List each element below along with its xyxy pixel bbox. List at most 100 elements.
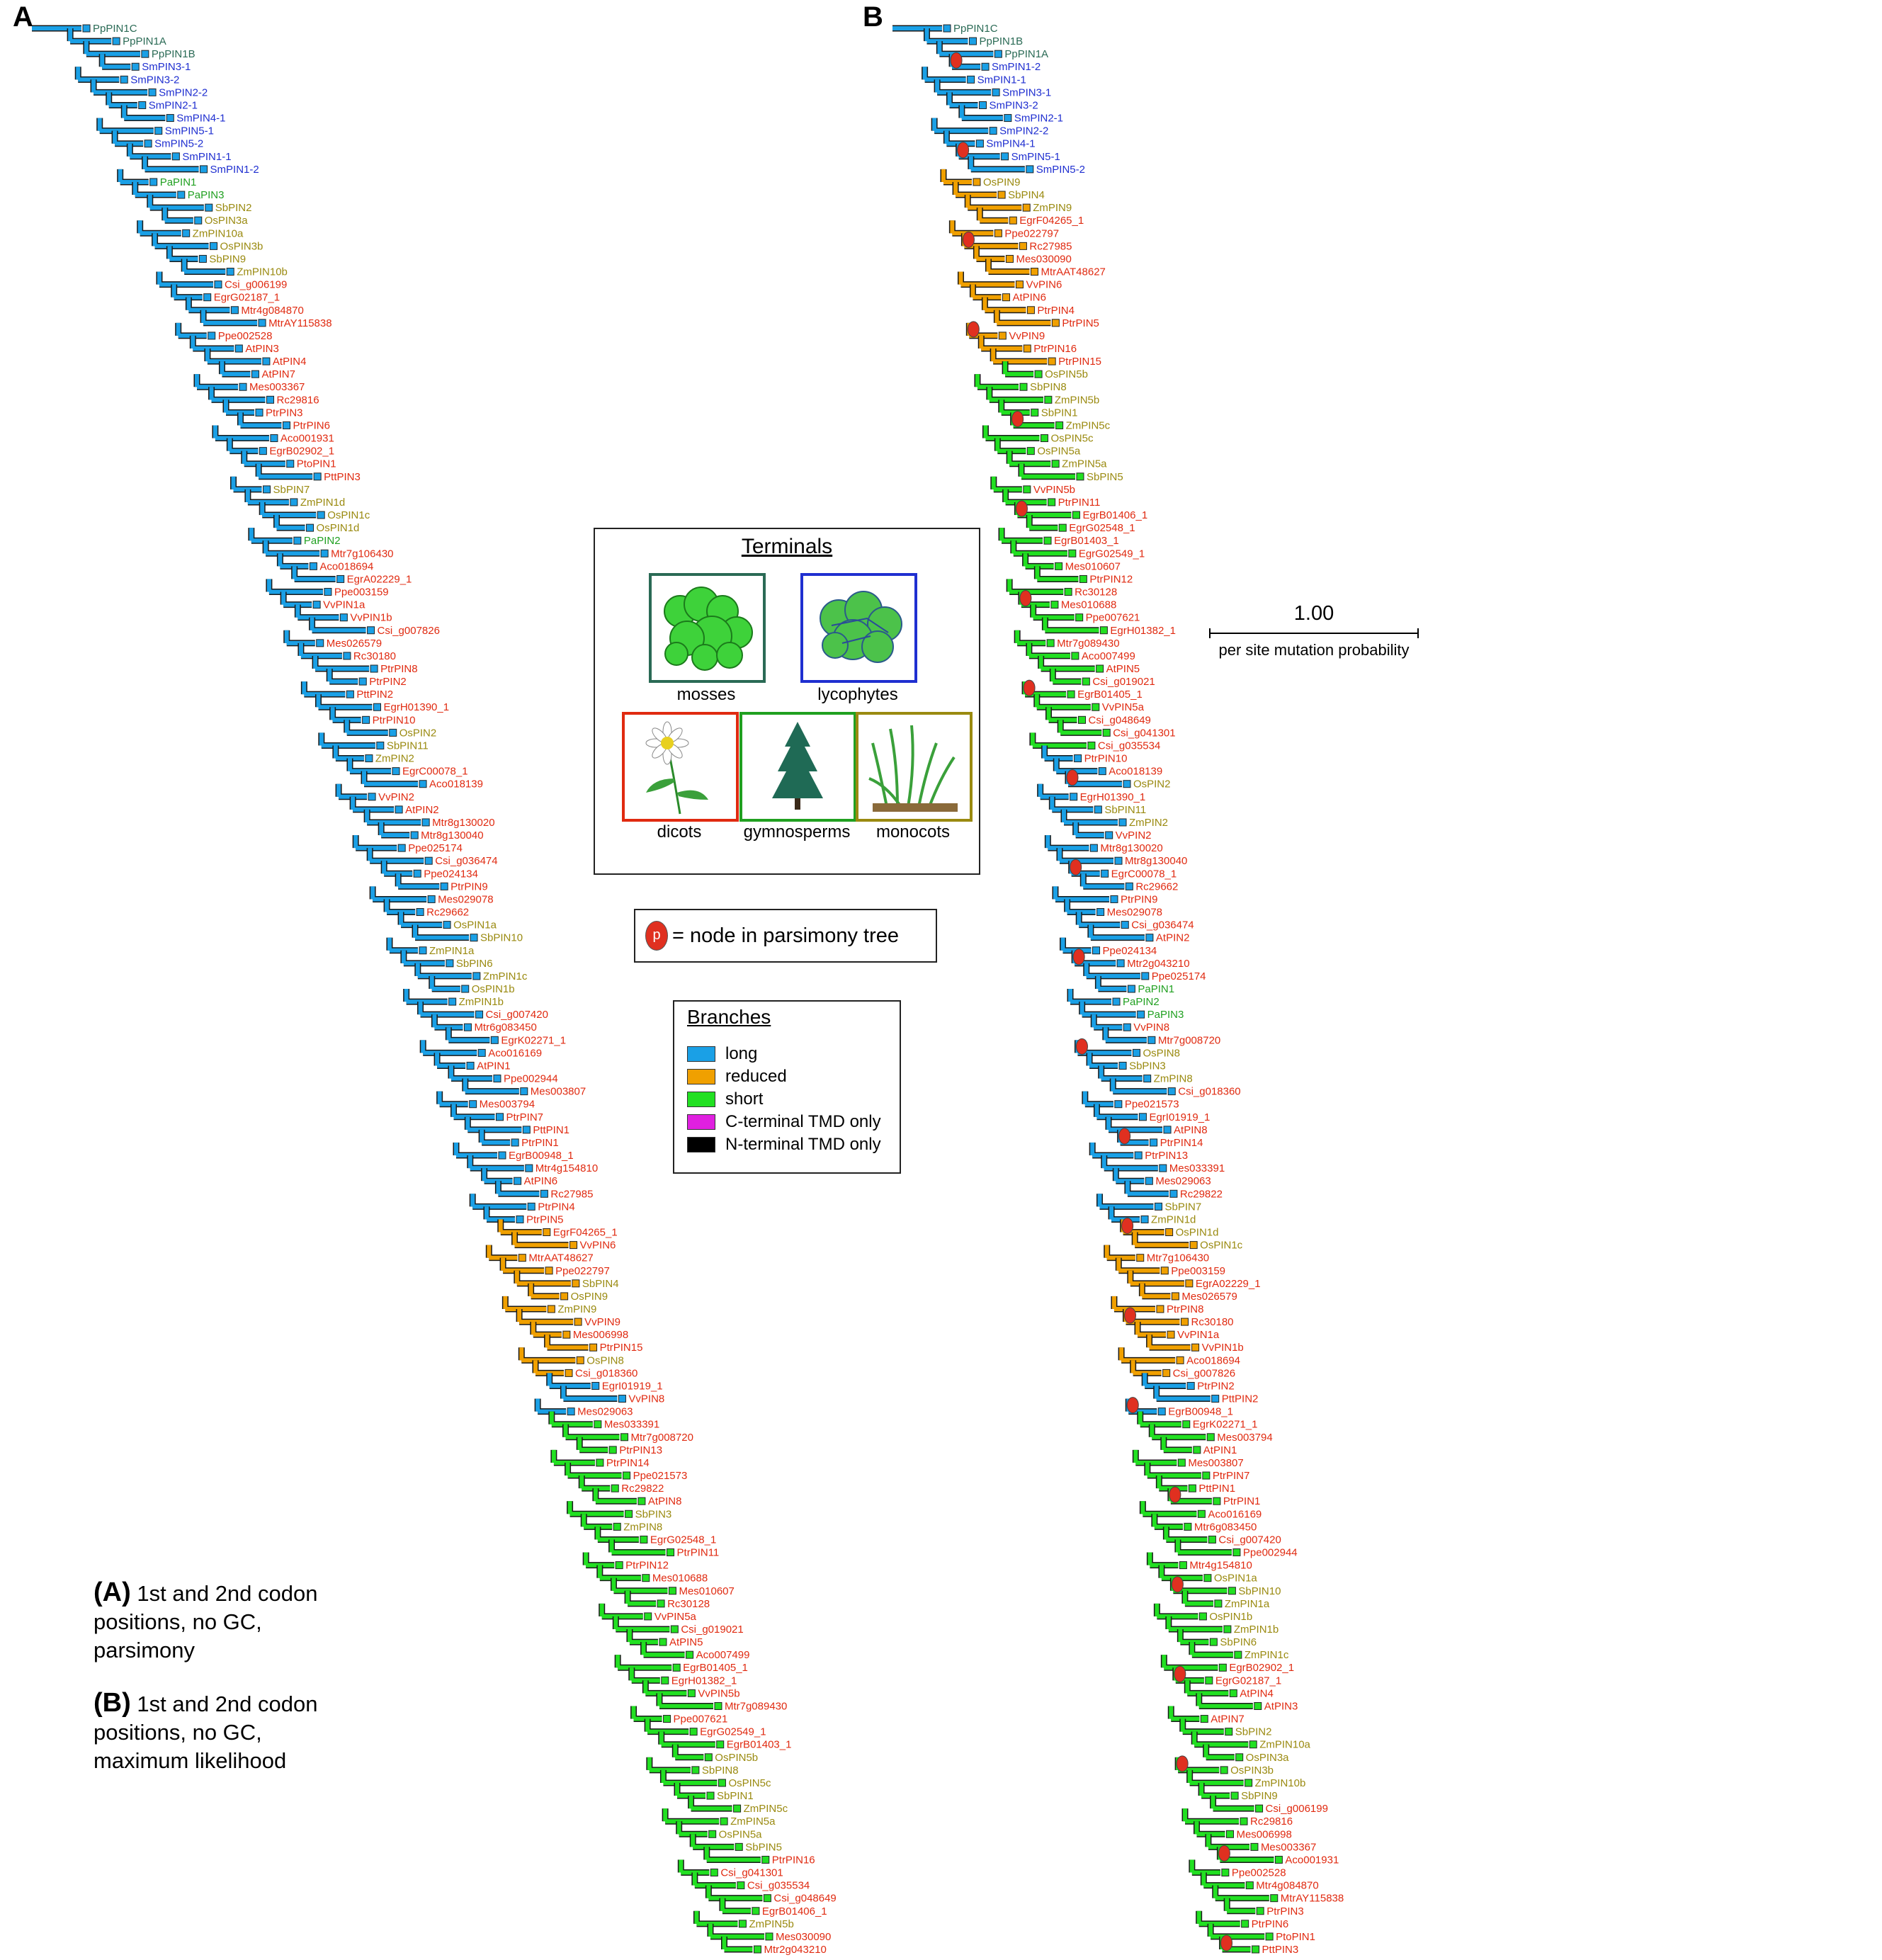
b-parsimony-node bbox=[1176, 1755, 1189, 1772]
b-tip-label: AtPIN6 bbox=[1012, 292, 1046, 304]
b-tip-label: Ppe003159 bbox=[1171, 1265, 1225, 1277]
b-tip-marker bbox=[994, 50, 1002, 58]
b-parsimony-node bbox=[962, 231, 975, 248]
b-tip-marker bbox=[1046, 639, 1055, 647]
a-tip-label: PtrPIN14 bbox=[606, 1457, 650, 1469]
b-tip-label: SmPIN2-2 bbox=[999, 125, 1048, 137]
b-tip-label: EgrB01403_1 bbox=[1054, 535, 1119, 547]
a-tip-marker bbox=[324, 588, 332, 596]
a-tip-marker bbox=[177, 191, 186, 199]
a-tip-marker bbox=[640, 1535, 648, 1543]
b-tip-label: Mes003807 bbox=[1188, 1457, 1243, 1469]
b-tip-marker bbox=[1230, 1791, 1239, 1800]
b-tip-marker bbox=[1019, 242, 1027, 250]
lycophytes-label: lycophytes bbox=[817, 685, 898, 704]
b-tip-marker bbox=[1179, 1561, 1187, 1570]
b-tip-marker bbox=[1211, 1395, 1220, 1403]
a-tip-marker bbox=[572, 1279, 580, 1288]
b-tip-label: Mes010688 bbox=[1061, 599, 1116, 611]
b-tip-label: Rc30128 bbox=[1075, 587, 1117, 599]
a-tip-marker bbox=[306, 523, 314, 532]
a-tip-label: OsPIN5a bbox=[719, 1828, 763, 1840]
b-tip-label: PtoPIN1 bbox=[1276, 1931, 1315, 1943]
b-tip-marker bbox=[1137, 1010, 1145, 1019]
a-tip-label: MtrAAT48627 bbox=[528, 1252, 593, 1264]
parsimony-label: = node in parsimony tree bbox=[672, 924, 899, 947]
a-tip-label: SbPIN1 bbox=[717, 1790, 754, 1802]
b-tip-label: EgrI01919_1 bbox=[1149, 1111, 1210, 1123]
a-tip-label: ZmPIN1d bbox=[300, 497, 345, 509]
a-tip-marker bbox=[545, 1267, 553, 1275]
b-tip-marker bbox=[1206, 1433, 1215, 1441]
a-tip-label: SmPIN1-2 bbox=[210, 164, 259, 176]
a-tip-marker bbox=[540, 1189, 548, 1198]
b-tip-label: PaPIN1 bbox=[1138, 983, 1174, 995]
b-tip-marker bbox=[1076, 472, 1084, 481]
a-tip-marker bbox=[527, 1202, 535, 1211]
b-tip-label: EgrK02271_1 bbox=[1193, 1419, 1258, 1431]
a-tip-label: Mtr7g106430 bbox=[331, 548, 393, 560]
a-tip-label: AtPIN4 bbox=[273, 356, 307, 368]
a-tip-label: ZmPIN10b bbox=[237, 266, 288, 278]
b-tip-marker bbox=[1232, 1548, 1241, 1557]
b-tip-label: PtrPIN16 bbox=[1033, 343, 1077, 355]
b-tip-marker bbox=[1004, 114, 1012, 123]
a-tip-label: EgrF04265_1 bbox=[553, 1227, 618, 1239]
b-tip-marker bbox=[1070, 793, 1078, 801]
b-tip-label: Rc29816 bbox=[1250, 1815, 1293, 1828]
b-tip-marker bbox=[1185, 1279, 1194, 1288]
a-tip-label: VvPIN5b bbox=[698, 1687, 739, 1699]
b-tip-label: Mes033391 bbox=[1169, 1162, 1225, 1174]
moss-swatch bbox=[649, 573, 766, 683]
a-tip-label: EgrB01406_1 bbox=[762, 1905, 827, 1917]
a-tip-label: PtrPIN11 bbox=[677, 1547, 720, 1559]
a-tip-label: Mtr2g043210 bbox=[764, 1944, 826, 1956]
a-tip-label: PtrPIN10 bbox=[373, 714, 416, 726]
b-tip-marker bbox=[1189, 1241, 1198, 1250]
a-tip-label: PtrPIN6 bbox=[293, 419, 330, 431]
a-tip-marker bbox=[141, 50, 149, 58]
a-tip-marker bbox=[547, 1305, 555, 1313]
a-tip-marker bbox=[373, 703, 382, 711]
b-tip-label: SbPIN8 bbox=[1030, 381, 1067, 393]
b-tip-marker bbox=[968, 37, 977, 45]
a-tip-label: PttPIN2 bbox=[356, 689, 393, 701]
b-tip-marker bbox=[1143, 1075, 1152, 1083]
a-tip-marker bbox=[589, 1343, 598, 1352]
a-tip-label: SbPIN3 bbox=[635, 1508, 672, 1520]
b-tip-marker bbox=[1082, 677, 1090, 686]
a-tip-label: SbPIN5 bbox=[745, 1841, 782, 1853]
b-tip-marker bbox=[1220, 1766, 1228, 1774]
a-tip-marker bbox=[522, 1126, 531, 1134]
a-tip-marker bbox=[670, 1625, 679, 1633]
a-tip-marker bbox=[608, 1446, 617, 1454]
b-tip-marker bbox=[1167, 1087, 1176, 1096]
a-tip-marker bbox=[255, 408, 263, 417]
a-tip-label: EgrG02548_1 bbox=[650, 1534, 716, 1546]
a-tip-label: Rc30180 bbox=[353, 650, 396, 662]
b-tip-label: SmPIN4-1 bbox=[986, 138, 1035, 150]
b-tip-label: ZmPIN5c bbox=[1066, 419, 1111, 431]
lycophyte-icon bbox=[820, 591, 902, 663]
a-tip-marker bbox=[623, 1471, 631, 1480]
b-tip-marker bbox=[1225, 1728, 1233, 1736]
b-tip-label: SmPIN5-1 bbox=[1011, 151, 1060, 163]
b-tip-label: PtrPIN15 bbox=[1058, 356, 1101, 368]
b-tip-label: EgrB00948_1 bbox=[1168, 1406, 1233, 1418]
b-tip-label: SbPIN9 bbox=[1241, 1790, 1278, 1802]
a-tip-label: Ppe024134 bbox=[424, 868, 478, 880]
b-tip-marker bbox=[1050, 601, 1059, 609]
b-tip-label: Aco007499 bbox=[1082, 650, 1135, 662]
b-tip-marker bbox=[1136, 1254, 1145, 1262]
b-parsimony-node bbox=[1070, 859, 1082, 876]
b-tip-label: EgrH01382_1 bbox=[1110, 625, 1176, 637]
a-tip-label: OsPIN1b bbox=[472, 983, 515, 995]
b-tip-marker bbox=[1123, 1023, 1131, 1031]
a-tip-label: VvPIN5a bbox=[654, 1611, 697, 1623]
b-parsimony-node bbox=[1123, 1307, 1136, 1324]
a-tip-marker bbox=[144, 140, 152, 148]
a-tip-marker bbox=[205, 203, 213, 212]
a-tip-marker bbox=[230, 306, 239, 315]
a-tip-label: EgrB01405_1 bbox=[683, 1662, 748, 1674]
a-tip-marker bbox=[258, 319, 266, 327]
